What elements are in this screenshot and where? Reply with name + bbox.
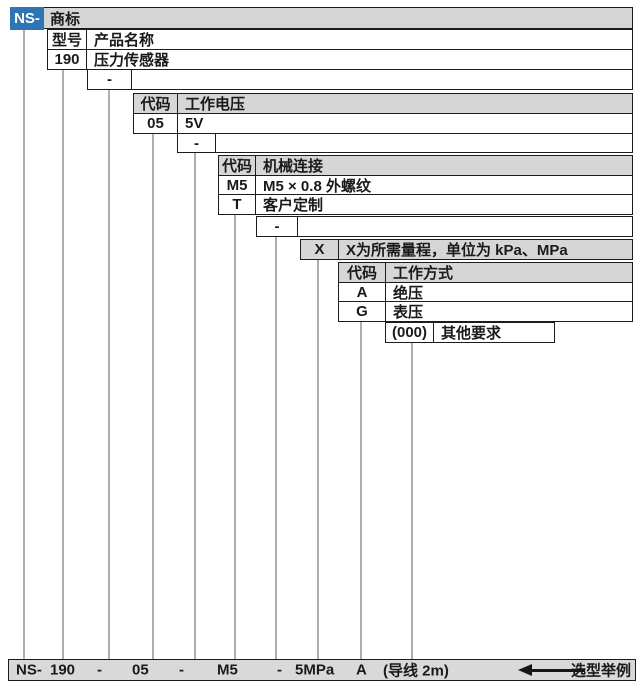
trademark-header: 商标 (43, 7, 633, 29)
separator-1-cell: - (88, 70, 132, 89)
mech-row-t: T 客户定制 (218, 194, 633, 215)
model-table: 型号 产品名称 190 压力传感器 (47, 29, 633, 70)
drop-line-mech (234, 215, 236, 660)
example-item-lead: (导线 2m) (383, 662, 449, 680)
drop-line-sep1 (108, 89, 110, 660)
voltage-table: 代码 工作电压 05 5V (133, 93, 633, 134)
model-header-code: 型号 (48, 30, 87, 49)
arrow-tail-line (532, 668, 585, 672)
mode-header-label: 工作方式 (393, 265, 454, 282)
example-bar: NS- 190 - 05 - M5 - 5MPa A (导线 2m) 选型举例 (8, 659, 636, 681)
example-item-sep1: - (97, 661, 102, 679)
mech-table: 代码 机械连接 M5 M5 × 0.8 外螺纹 T 客户定制 (218, 155, 633, 215)
model-header-row: 型号 产品名称 (47, 29, 633, 50)
trademark-label: 商标 (50, 10, 81, 28)
mode-desc-a: 绝压 (393, 284, 424, 302)
mode-header-code: 代码 (339, 263, 386, 282)
range-desc-cell: X为所需量程，单位为 kPa、MPa (346, 242, 568, 259)
voltage-header-label: 工作电压 (185, 96, 246, 113)
example-item-range: 5MPa (295, 661, 335, 679)
mode-code-a: A (339, 282, 386, 302)
voltage-code-cell: 05 (134, 113, 178, 133)
example-item-voltage: 05 (132, 661, 149, 679)
drop-line-voltage (152, 132, 154, 660)
mech-header-code: 代码 (219, 156, 256, 175)
drop-line-brand (23, 29, 25, 660)
separator-2-cell: - (178, 134, 216, 152)
left-arrow-icon (518, 664, 585, 676)
example-item-brand: NS- (16, 661, 42, 679)
mode-row-g: G 表压 (338, 301, 633, 322)
brand-prefix-label: NS- (14, 10, 40, 27)
other-code-cell: (000) (386, 323, 434, 342)
mech-code-t: T (219, 195, 256, 214)
example-item-model: 190 (50, 661, 76, 679)
mode-table: 代码 工作方式 A 绝压 G 表压 (338, 262, 633, 322)
other-row: (000) 其他要求 (385, 322, 555, 343)
mech-desc-t: 客户定制 (263, 197, 324, 214)
separator-3-empty-cell (298, 217, 632, 236)
model-value-row: 190 压力传感器 (47, 48, 633, 70)
drop-line-sep3 (275, 236, 277, 660)
mech-header-label: 机械连接 (263, 158, 324, 175)
mech-row-m5: M5 M5 × 0.8 外螺纹 (218, 174, 633, 196)
drop-line-mode (360, 321, 362, 660)
voltage-header-code: 代码 (134, 94, 178, 113)
brand-prefix-box: NS- (10, 7, 44, 30)
drop-line-sep2 (194, 152, 196, 660)
voltage-value-cell: 5V (185, 114, 204, 132)
drop-line-other (411, 342, 413, 660)
example-item-sep2: - (179, 661, 184, 679)
range-row: X X为所需量程，单位为 kPa、MPa (300, 239, 633, 260)
mech-code-m5: M5 (219, 175, 256, 195)
voltage-value-row: 05 5V (133, 112, 633, 134)
separator-1-row: - (87, 69, 633, 90)
model-header-name: 产品名称 (94, 32, 155, 49)
example-item-mech: M5 (217, 661, 238, 679)
mech-desc-m5: M5 × 0.8 外螺纹 (263, 177, 371, 195)
separator-2-row: - (177, 133, 633, 153)
separator-3-cell: - (257, 217, 298, 236)
mode-desc-g: 表压 (393, 304, 424, 321)
voltage-header-row: 代码 工作电压 (133, 93, 633, 114)
drop-line-range (317, 258, 319, 660)
example-item-sep3: - (277, 661, 282, 679)
drop-line-model (62, 70, 64, 660)
mode-header-row: 代码 工作方式 (338, 262, 633, 283)
mech-header-row: 代码 机械连接 (218, 155, 633, 176)
model-code-cell: 190 (48, 49, 87, 69)
example-label: 选型举例 (570, 662, 631, 680)
other-desc-cell: 其他要求 (441, 325, 502, 342)
separator-3-row: - (256, 216, 633, 237)
arrow-head-icon (518, 664, 532, 676)
separator-2-empty-cell (216, 134, 632, 152)
separator-1-empty-cell (132, 70, 632, 89)
mode-row-a: A 绝压 (338, 281, 633, 303)
example-item-mode: A (356, 661, 367, 679)
mode-code-g: G (339, 302, 386, 321)
model-name-cell: 压力传感器 (94, 51, 170, 69)
range-code-cell: X (301, 240, 339, 259)
